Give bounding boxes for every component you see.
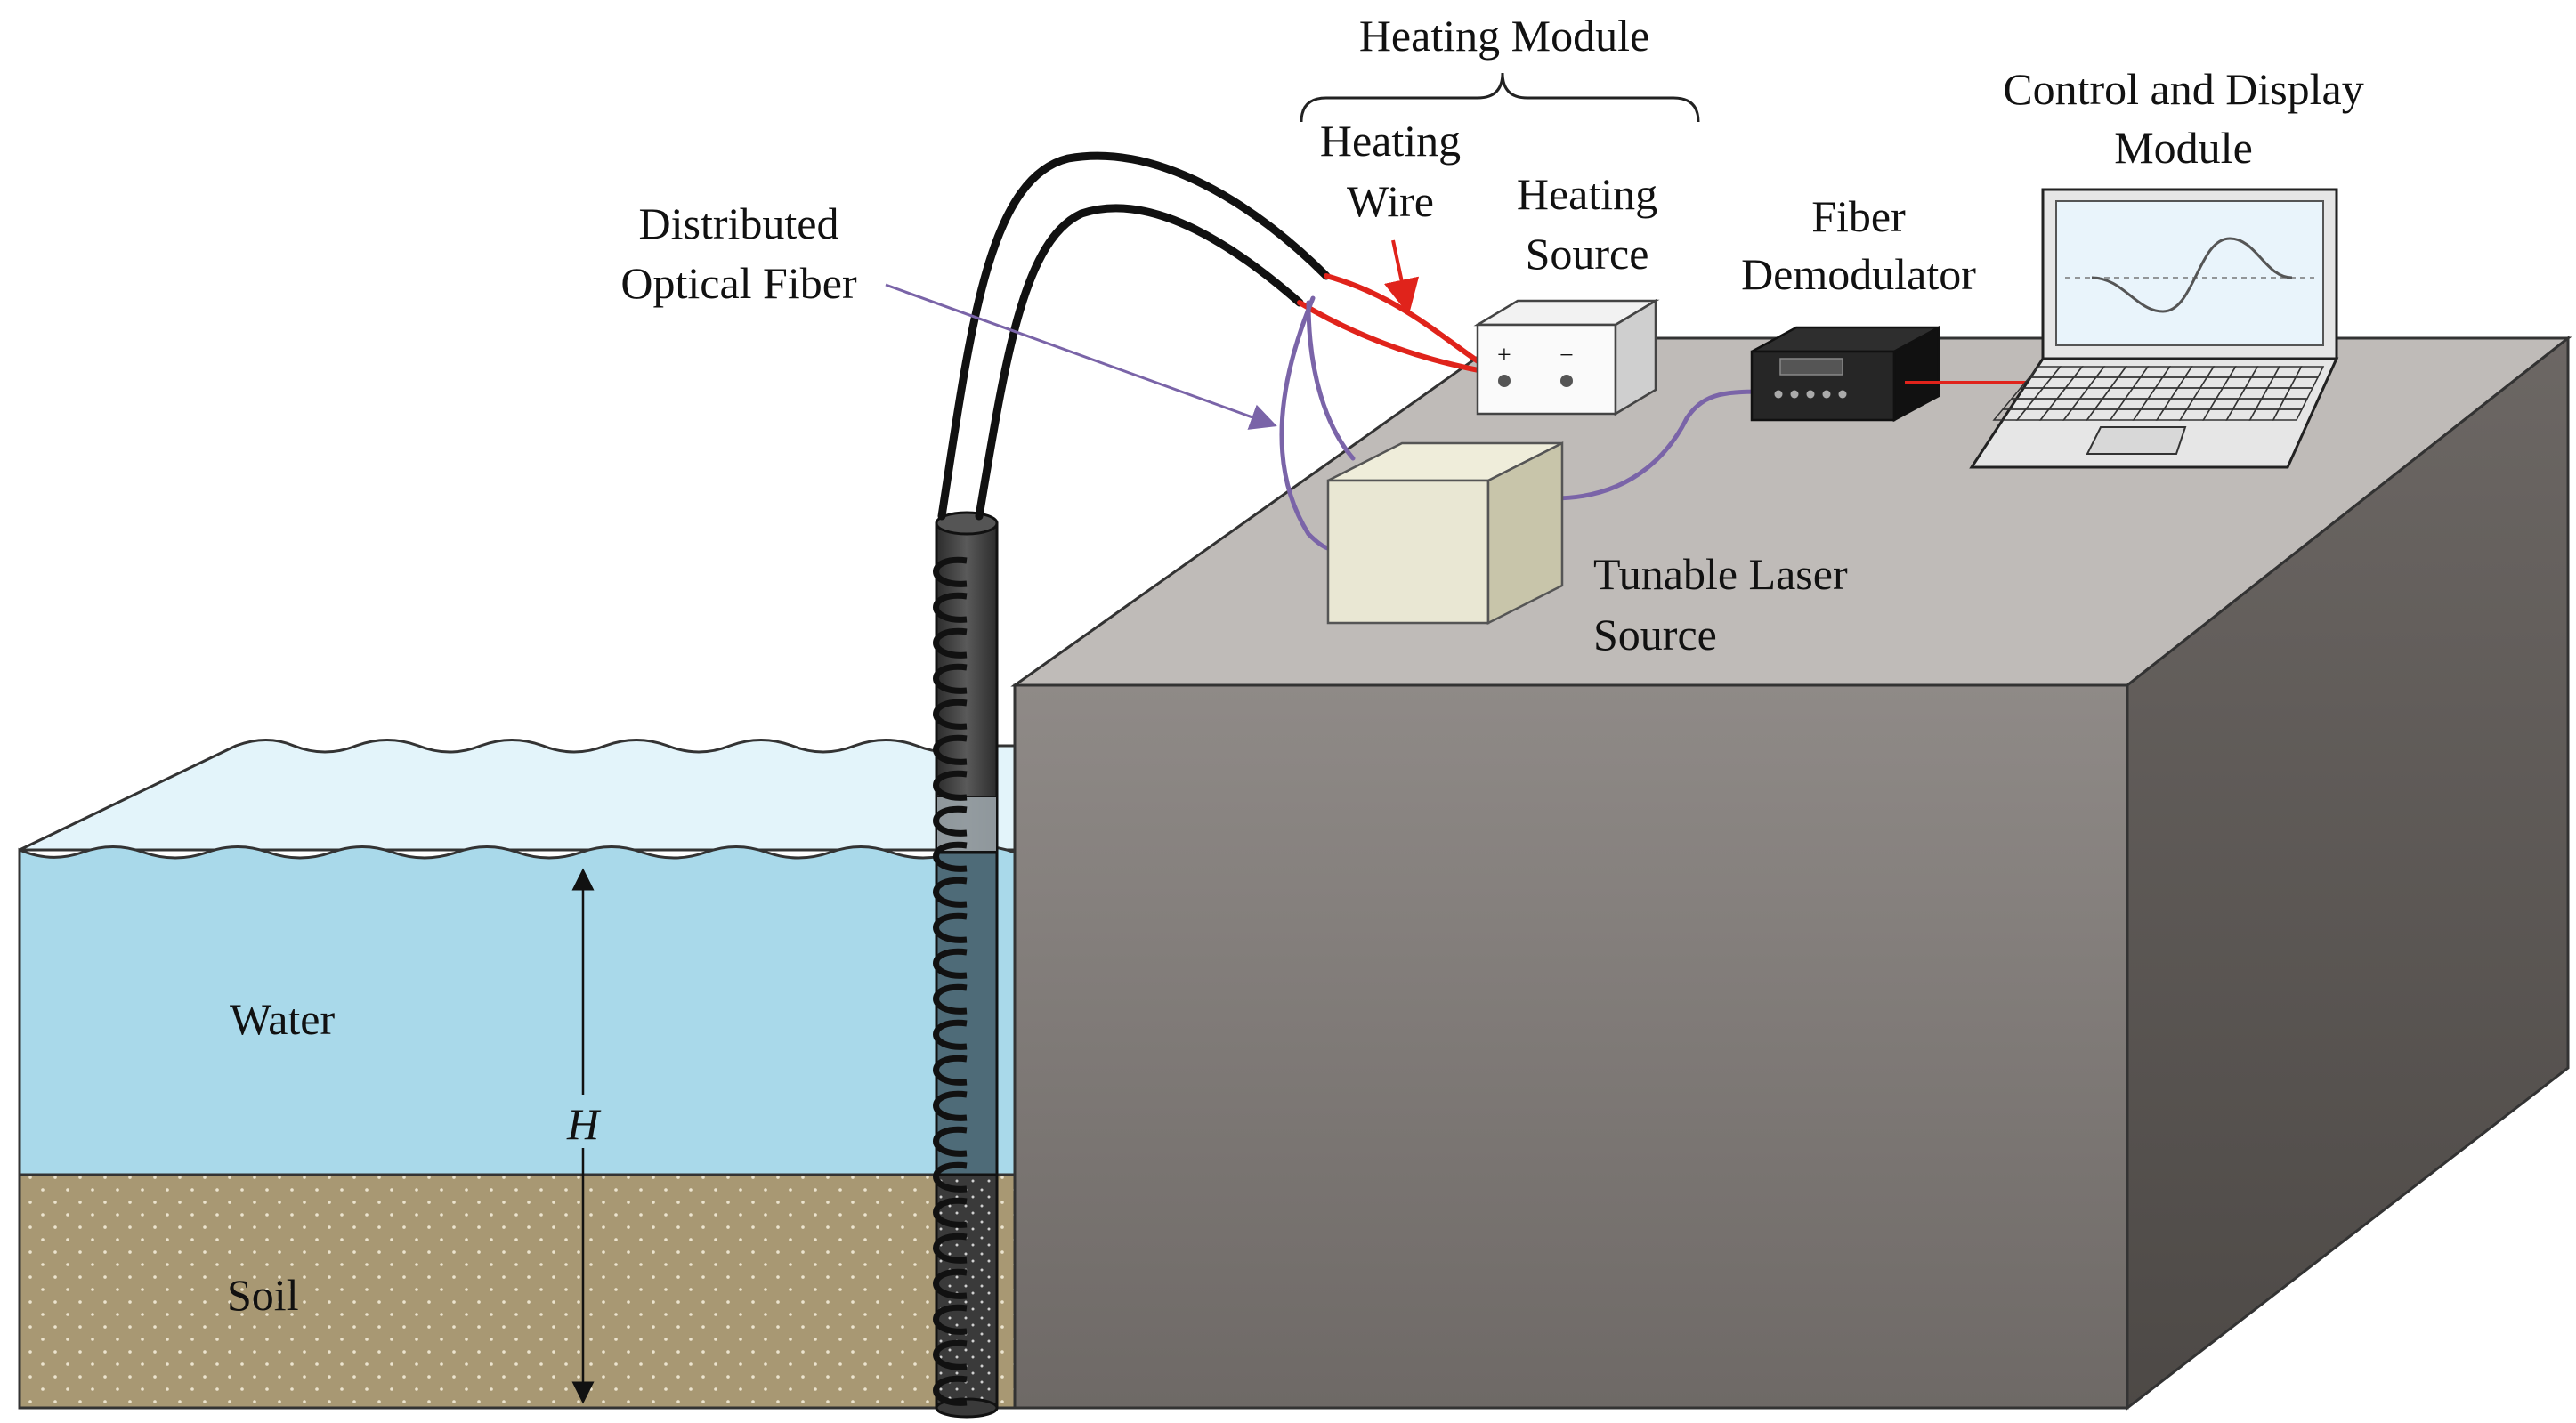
coil-turn: [933, 1268, 968, 1299]
label-heating-source-2: Source: [1526, 229, 1649, 279]
coil-turn: [933, 1126, 968, 1157]
label-fiber-demod-2: Demodulator: [1741, 249, 1976, 299]
coil-turn: [933, 1161, 968, 1193]
label-distributed-fiber-1: Distributed: [639, 198, 839, 248]
coil-turn: [933, 663, 968, 694]
cables: [937, 151, 1331, 521]
fiber-demodulator-box: [1750, 325, 1940, 423]
coil-turn: [933, 592, 968, 623]
laptop-screen: [2055, 200, 2324, 346]
coil-turn: [933, 556, 968, 587]
coil-turn: [933, 948, 968, 979]
label-distributed-fiber-2: Optical Fiber: [620, 258, 857, 308]
soil-layer: [18, 1173, 1017, 1410]
coil-turn: [933, 1339, 968, 1370]
cable-inner: [975, 204, 1304, 521]
laptop-keyboard-base: [1969, 357, 2339, 469]
coil-turn: [933, 734, 968, 765]
coil-turn: [933, 1375, 968, 1406]
coil-turn: [933, 841, 968, 872]
ground-block: [1010, 335, 2572, 1411]
fiber-to-demod: [1551, 389, 1774, 501]
heating-wire-pointer: [1383, 239, 1420, 315]
label-water: Water: [230, 994, 335, 1044]
plus-sign: +: [1497, 342, 1511, 369]
laptop-key: [2272, 408, 2304, 421]
coil-turn: [933, 912, 968, 943]
block-side: [2126, 335, 2570, 1411]
plus-terminal: [1498, 375, 1511, 387]
label-height: H: [566, 1099, 602, 1149]
coil-turn: [933, 1019, 968, 1050]
tunable-laser-box: [1326, 441, 1564, 626]
minus-terminal: [1560, 375, 1573, 387]
laptop-keys: [1992, 366, 2325, 421]
coil-turn: [933, 1055, 968, 1086]
minus-sign: −: [1559, 342, 1574, 369]
label-tunable-laser-2: Source: [1593, 610, 1717, 659]
coil-turn: [933, 699, 968, 730]
water-front: [18, 845, 1017, 1176]
coil-turn: [933, 1090, 968, 1121]
label-heating-source-1: Heating: [1517, 169, 1657, 219]
coil-turn: [933, 627, 968, 659]
coil-turn: [933, 1304, 968, 1335]
coil-turn: [933, 1197, 968, 1228]
laptop: [1969, 188, 2339, 469]
coil-turn: [933, 877, 968, 908]
demod-display: [1779, 358, 1843, 376]
label-heating-wire-1: Heating: [1320, 116, 1461, 166]
label-control-display-1: Control and Display: [2003, 64, 2364, 114]
label-fiber-demod-1: Fiber: [1811, 191, 1906, 241]
coil-turn: [933, 983, 968, 1015]
water-body: [18, 739, 1017, 1176]
label-heating-module: Heating Module: [1359, 11, 1649, 61]
label-heating-wire-2: Wire: [1347, 176, 1434, 226]
label-control-display-2: Module: [2114, 123, 2253, 173]
fiber-coil: [933, 556, 968, 1406]
coil-turn: [933, 770, 968, 801]
coil-turn: [933, 805, 968, 837]
label-tunable-laser-1: Tunable Laser: [1593, 549, 1848, 599]
label-soil: Soil: [227, 1270, 299, 1320]
sensing-pole: [933, 511, 999, 1419]
fiber-pointer: [885, 283, 1277, 430]
signal-curve: [2091, 237, 2293, 313]
block-front: [1013, 683, 2129, 1410]
heating-source-box: + −: [1473, 298, 1660, 416]
laptop-touchpad: [2086, 426, 2187, 455]
coil-turn: [933, 1233, 968, 1264]
cable-outer: [937, 151, 1331, 521]
fiber-right: [1306, 300, 1356, 461]
water-surface: [19, 739, 1017, 852]
heating-module-bracket: [1300, 72, 1700, 123]
